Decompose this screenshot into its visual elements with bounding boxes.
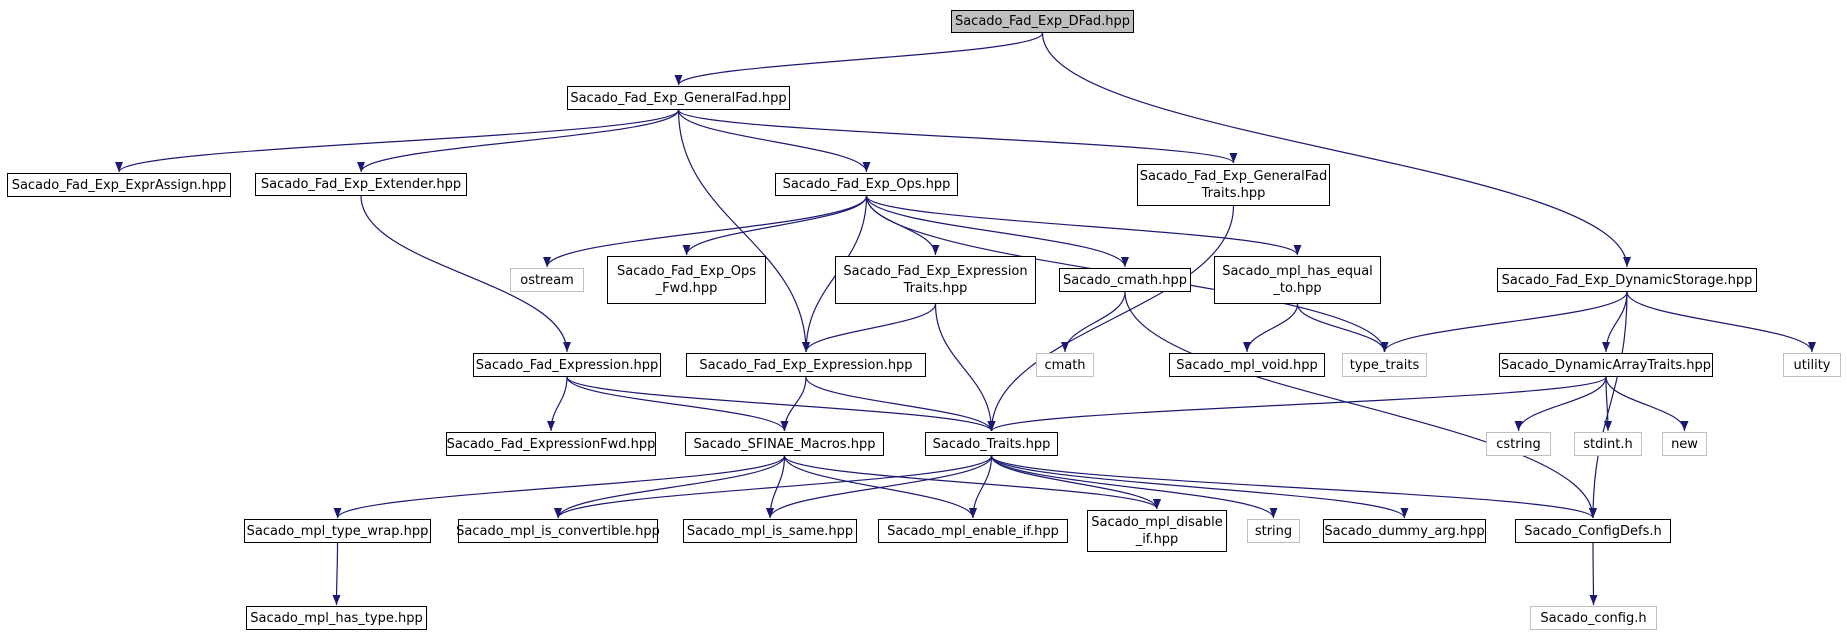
node-dynarray[interactable]: Sacado_DynamicArrayTraits.hpp xyxy=(1499,353,1713,377)
node-utility: utility xyxy=(1783,353,1841,377)
edge-ops-to-cmath_hpp xyxy=(865,195,1129,268)
edge-dynarray-to-stdint xyxy=(1603,376,1612,432)
edge-dynstorage-to-configdefs xyxy=(1589,291,1628,519)
node-cmath: cmath xyxy=(1036,353,1094,377)
edge-traits-to-dummyarg xyxy=(990,455,1409,519)
edge-sfinae-to-disableif xyxy=(783,455,1161,510)
edge-generalfad-to-gftraits xyxy=(677,109,1238,164)
edge-ops-to-hasequal xyxy=(865,195,1302,256)
node-dummyarg[interactable]: Sacado_dummy_arg.hpp xyxy=(1323,519,1486,543)
edge-sfinae-to-isconv xyxy=(554,455,786,519)
edge-dynstorage-to-typetraits xyxy=(1380,291,1628,353)
edge-traits-to-issame xyxy=(766,455,993,519)
edge-generalfad-to-expexpr xyxy=(677,109,810,353)
edge-fadexpr-to-exprfwd xyxy=(547,376,568,432)
edge-cmath_hpp-to-cmath xyxy=(1061,291,1126,353)
node-mplvoid[interactable]: Sacado_mpl_void.hpp xyxy=(1169,353,1325,377)
edge-traits-to-isconv xyxy=(554,455,993,519)
node-typetraits: type_traits xyxy=(1342,353,1427,377)
edge-generalfad-to-exprassign xyxy=(115,109,680,173)
edge-dfad-to-dynstorage xyxy=(1041,32,1631,268)
node-enableif[interactable]: Sacado_mpl_enable_if.hpp xyxy=(878,519,1068,543)
edge-fadexpr-to-sfinae xyxy=(566,376,789,432)
node-dfad: Sacado_Fad_Exp_DFad.hpp xyxy=(951,10,1134,33)
edge-fadexpr-to-traits xyxy=(566,376,996,432)
node-isconv[interactable]: Sacado_mpl_is_convertible.hpp xyxy=(456,519,660,543)
node-exprtraits[interactable]: Sacado_Fad_Exp_Expression Traits.hpp xyxy=(835,256,1036,304)
node-hastype[interactable]: Sacado_mpl_has_type.hpp xyxy=(246,606,427,630)
node-extender[interactable]: Sacado_Fad_Exp_Extender.hpp xyxy=(255,173,467,196)
edge-traits-to-enableif xyxy=(969,455,993,519)
edge-dynarray-to-cstring xyxy=(1514,376,1607,432)
edge-dynarray-to-new xyxy=(1605,376,1689,432)
edge-expexpr-to-sfinae xyxy=(780,376,807,432)
edge-dynarray-to-traits xyxy=(987,376,1607,432)
node-stdint: stdint.h xyxy=(1574,432,1642,456)
node-traits[interactable]: Sacado_Traits.hpp xyxy=(925,432,1058,456)
node-config: Sacado_config.h xyxy=(1530,606,1657,630)
edge-traits-to-string xyxy=(990,455,1278,519)
edge-traits-to-configdefs xyxy=(990,455,1597,519)
node-exprfwd[interactable]: Sacado_Fad_ExpressionFwd.hpp xyxy=(446,432,656,456)
edge-hasequal-to-typetraits xyxy=(1296,303,1389,353)
node-dynstorage[interactable]: Sacado_Fad_Exp_DynamicStorage.hpp xyxy=(1497,268,1757,292)
node-issame[interactable]: Sacado_mpl_is_same.hpp xyxy=(683,519,857,543)
edge-hasequal-to-mplvoid xyxy=(1243,303,1299,353)
edge-extender-to-fadexpr xyxy=(360,195,571,353)
node-expexpr[interactable]: Sacado_Fad_Exp_Expression.hpp xyxy=(686,353,926,377)
node-hasequal[interactable]: Sacado_mpl_has_equal _to.hpp xyxy=(1214,256,1381,304)
edge-cmath_hpp-to-configdefs xyxy=(1124,291,1597,519)
node-ops[interactable]: Sacado_Fad_Exp_Ops.hpp xyxy=(775,173,958,196)
node-generalfad[interactable]: Sacado_Fad_Exp_GeneralFad.hpp xyxy=(567,86,790,110)
node-gftraits[interactable]: Sacado_Fad_Exp_GeneralFad Traits.hpp xyxy=(1137,164,1330,206)
edge-typewrap-to-hastype xyxy=(332,542,341,606)
node-exprassign[interactable]: Sacado_Fad_Exp_ExprAssign.hpp xyxy=(7,173,231,197)
node-cstring: cstring xyxy=(1486,432,1551,456)
node-ostream: ostream xyxy=(510,268,584,292)
edge-dfad-to-generalfad xyxy=(674,32,1044,86)
node-disableif[interactable]: Sacado_mpl_disable _if.hpp xyxy=(1087,510,1227,552)
node-new: new xyxy=(1662,432,1707,456)
edge-exprtraits-to-expexpr xyxy=(802,303,937,353)
edge-ops-to-opsfwd xyxy=(682,195,868,256)
edge-ops-to-ostream xyxy=(543,195,868,268)
edge-sfinae-to-enableif xyxy=(783,455,977,519)
edge-configdefs-to-config xyxy=(1589,542,1598,606)
edge-sfinae-to-typewrap xyxy=(333,455,786,519)
edge-dynstorage-to-utility xyxy=(1626,291,1816,353)
edge-generalfad-to-extender xyxy=(357,109,680,173)
edge-expexpr-to-traits xyxy=(805,376,996,432)
edge-generalfad-to-ops xyxy=(677,109,871,173)
node-typewrap[interactable]: Sacado_mpl_type_wrap.hpp xyxy=(244,519,431,543)
node-opsfwd[interactable]: Sacado_Fad_Exp_Ops _Fwd.hpp xyxy=(607,256,766,304)
edge-traits-to-disableif xyxy=(990,455,1161,510)
node-cmath-hpp[interactable]: Sacado_cmath.hpp xyxy=(1059,268,1191,292)
node-string: string xyxy=(1247,519,1300,543)
edge-gftraits-to-traits xyxy=(987,205,1235,432)
node-configdefs[interactable]: Sacado_ConfigDefs.h xyxy=(1515,519,1671,543)
node-fadexpr[interactable]: Sacado_Fad_Expression.hpp xyxy=(473,353,661,377)
node-sfinae[interactable]: Sacado_SFINAE_Macros.hpp xyxy=(685,432,884,456)
edge-exprtraits-to-traits xyxy=(934,303,996,432)
